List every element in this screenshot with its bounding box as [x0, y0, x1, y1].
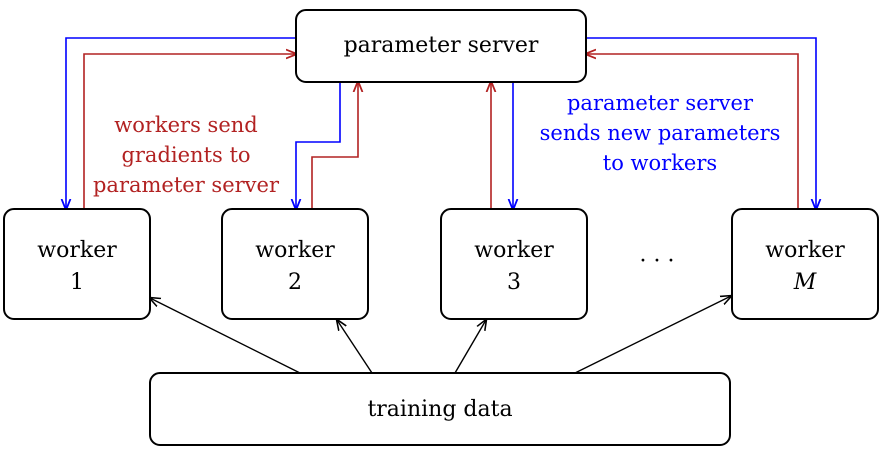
red-arrow-worker-m-to-server: [586, 54, 799, 209]
training-data-node: training data: [149, 372, 731, 446]
red-arrow-worker-1-to-server: [83, 54, 296, 209]
black-arrow-data-to-worker-2: [337, 320, 373, 374]
gradients-note-line: gradients to: [121, 143, 250, 167]
black-arrow-data-to-worker-1: [150, 298, 301, 374]
black-arrow-data-to-worker-m: [574, 296, 731, 374]
training-data-label: training data: [367, 397, 512, 422]
blue-arrow-server-to-worker-m: [586, 37, 816, 209]
worker-label: worker: [255, 238, 335, 263]
worker-label: worker: [765, 238, 845, 263]
worker-node-3: worker 3: [440, 208, 588, 320]
blue-arrow-server-to-worker-1: [66, 37, 296, 209]
worker-box: [3, 208, 151, 320]
workers-ellipsis: · · ·: [640, 249, 675, 274]
worker-index: M: [793, 270, 817, 295]
params-note-line: to workers: [603, 151, 717, 175]
gradients-annotation: workers send gradients to parameter serv…: [93, 113, 280, 197]
worker-box: [731, 208, 879, 320]
connectors: [66, 37, 816, 374]
worker-node-m: worker M: [731, 208, 879, 320]
worker-label: worker: [474, 238, 554, 263]
blue-arrow-server-to-worker-2: [296, 82, 341, 209]
worker-index: 3: [507, 270, 521, 295]
parameter-server-node: parameter server: [295, 9, 587, 83]
black-arrow-data-to-worker-3: [454, 320, 486, 374]
params-note-line: sends new parameters: [540, 121, 781, 145]
params-annotation: parameter server sends new parameters to…: [540, 91, 781, 175]
training-data-box: [149, 372, 731, 446]
parameter-server-label: parameter server: [344, 33, 539, 58]
parameter-server-box: [295, 9, 587, 83]
worker-box: [440, 208, 588, 320]
red-arrow-worker-2-to-server: [311, 82, 358, 209]
worker-node-2: worker 2: [221, 208, 369, 320]
gradients-note-line: parameter server: [93, 173, 280, 197]
params-note-line: parameter server: [567, 91, 754, 115]
worker-node-1: worker 1: [3, 208, 151, 320]
worker-box: [221, 208, 369, 320]
gradients-note-line: workers send: [114, 113, 257, 137]
worker-index: 2: [288, 270, 302, 295]
worker-label: worker: [37, 238, 117, 263]
worker-index: 1: [70, 270, 84, 295]
